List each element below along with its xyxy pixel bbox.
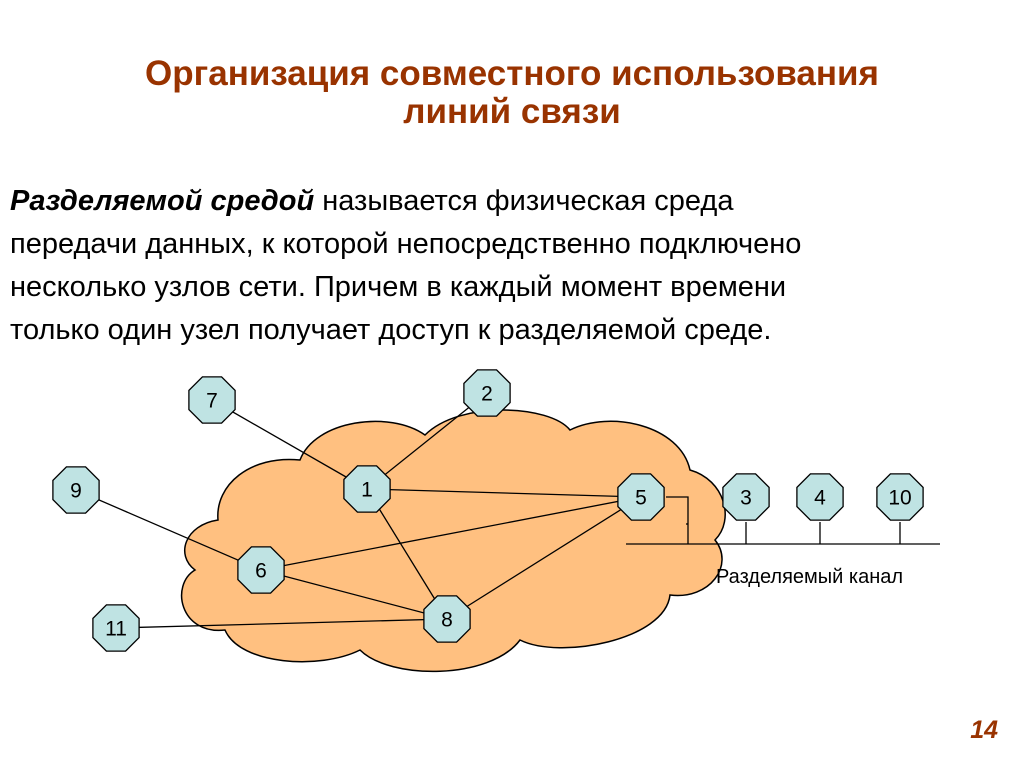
link-11-8 — [115, 618, 448, 629]
network-node-2: 2 — [463, 369, 511, 417]
node-shape-5 — [617, 473, 665, 521]
shared-channel — [626, 496, 940, 545]
links-layer — [75, 392, 642, 629]
link-6-8 — [260, 569, 448, 620]
node-shape-10 — [876, 473, 924, 521]
node-label-4: 4 — [814, 487, 826, 510]
node-shape-11 — [92, 604, 140, 652]
network-node-4: 4 — [796, 473, 844, 521]
paragraph-line-1-rest: называется физическая среда — [314, 185, 734, 217]
network-node-11: 11 — [92, 604, 140, 652]
page-number: 14 — [970, 716, 998, 744]
node-label-5: 5 — [635, 487, 647, 510]
node-shape-1 — [343, 465, 391, 513]
network-node-9: 9 — [52, 466, 100, 514]
node-shape-8 — [423, 595, 471, 643]
network-node-8: 8 — [423, 595, 471, 643]
node-label-9: 9 — [70, 480, 82, 503]
paragraph-line-4: только один узел получает доступ к разде… — [10, 314, 772, 346]
defined-term: Разделяемой средой — [10, 185, 315, 217]
node-label-10: 10 — [888, 487, 911, 510]
link-1-5 — [366, 488, 642, 498]
paragraph-line-2: передачи данных, к которой непосредствен… — [10, 228, 802, 260]
paragraph-line-3: несколько узлов сети. Причем в каждый мо… — [10, 271, 787, 303]
link-9-6 — [75, 489, 262, 571]
node-label-2: 2 — [481, 383, 493, 406]
node-label-6: 6 — [255, 560, 267, 583]
node-label-7: 7 — [206, 390, 218, 413]
node-label-1: 1 — [361, 479, 373, 502]
channel-tap-5 — [666, 496, 689, 544]
network-node-5: 5 — [617, 473, 665, 521]
link-1-8 — [366, 488, 448, 620]
link-6-5 — [260, 496, 642, 571]
node-shape-6 — [237, 546, 285, 594]
definition-paragraph: Разделяемой средой называется физическая… — [10, 180, 1010, 352]
network-node-3: 3 — [722, 473, 770, 521]
node-shape-3 — [722, 473, 770, 521]
node-shape-7 — [188, 376, 236, 424]
shared-channel-label: Разделяемый канал — [716, 566, 903, 588]
link-2-1 — [366, 392, 488, 490]
node-shape-4 — [796, 473, 844, 521]
nodes-layer: 7 2 9 1 5 3 4 10 6 11 8 — [52, 369, 924, 652]
node-shape-2 — [463, 369, 511, 417]
network-node-1: 1 — [343, 465, 391, 513]
paragraph-line-1: Разделяемой средой называется физическая… — [10, 180, 1010, 223]
node-label-11: 11 — [105, 618, 127, 641]
node-shape-9 — [52, 466, 100, 514]
title-line-2: линий связи — [403, 92, 621, 131]
link-7-1 — [211, 399, 368, 490]
network-node-7: 7 — [188, 376, 236, 424]
shared-medium-cloud — [180, 409, 726, 673]
slide-title: Организация совместного использования ли… — [0, 55, 1024, 131]
node-label-8: 8 — [441, 609, 453, 632]
link-5-8 — [446, 496, 642, 620]
title-line-1: Организация совместного использования — [145, 54, 879, 93]
network-node-6: 6 — [237, 546, 285, 594]
network-node-10: 10 — [876, 473, 924, 521]
node-label-3: 3 — [740, 487, 752, 510]
